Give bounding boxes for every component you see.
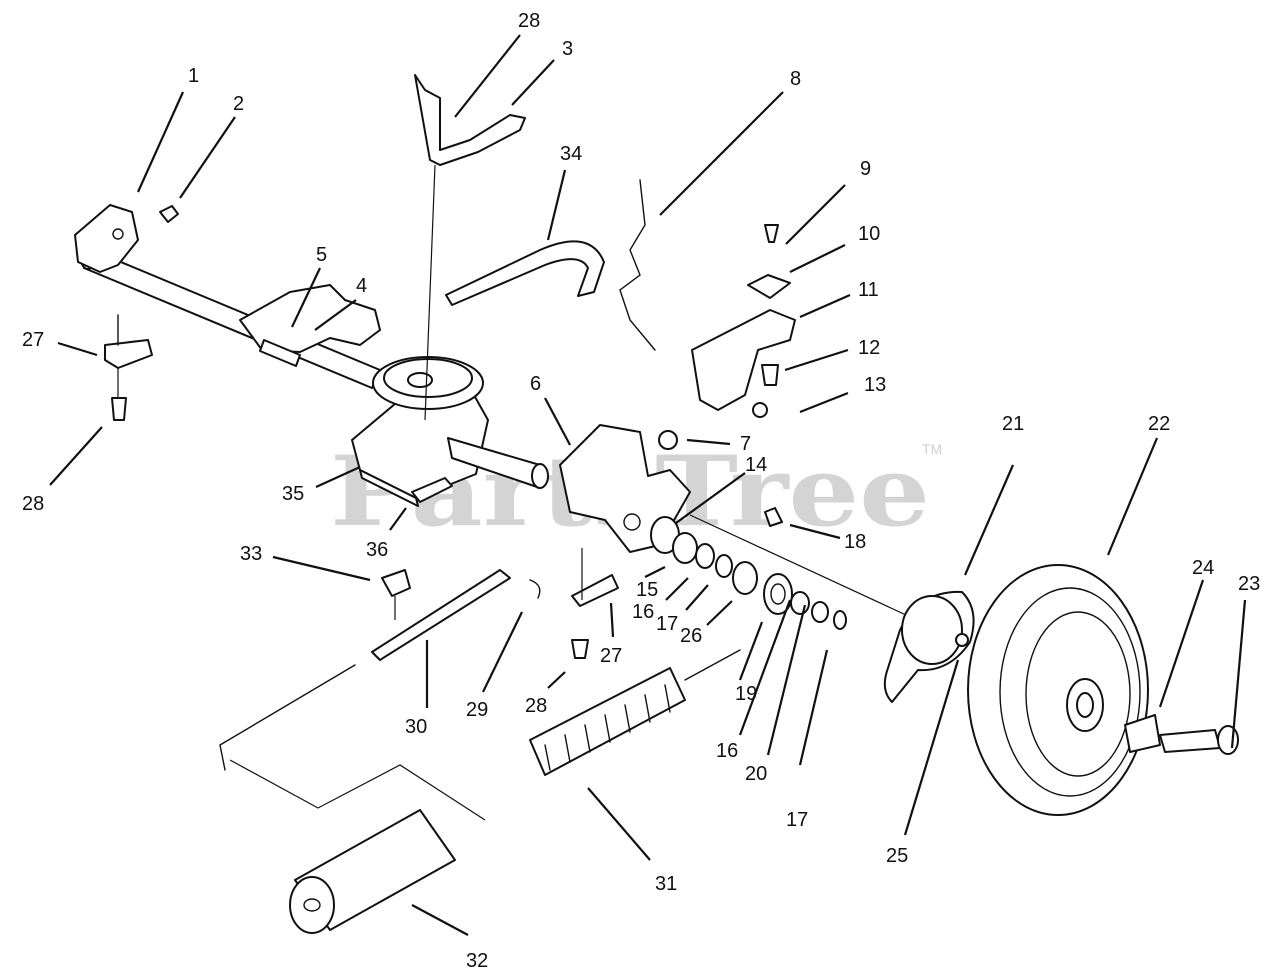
mounting-bracket <box>691 309 796 411</box>
washer-16 <box>695 543 715 569</box>
callout-27: 27 <box>22 329 44 351</box>
callout-14: 14 <box>745 454 767 476</box>
washer-20 <box>790 591 810 615</box>
nut <box>752 402 768 418</box>
bearing-ring <box>259 339 301 367</box>
nut-7 <box>658 430 678 450</box>
watermark-trademark: TM <box>922 441 942 457</box>
callout-27b: 27 <box>600 645 622 667</box>
gearbox-foot <box>411 477 453 503</box>
bolt-side <box>761 364 779 386</box>
leader-lines <box>49 34 1247 936</box>
clip <box>833 610 847 630</box>
callout-10: 10 <box>858 223 880 245</box>
hub-cap-21 <box>883 590 975 703</box>
callout-9: 9 <box>860 158 871 180</box>
parts-artwork <box>74 74 1239 934</box>
callout-25: 25 <box>886 845 908 867</box>
spring-31 <box>529 649 741 776</box>
callout-1: 1 <box>188 65 199 87</box>
callout-3: 3 <box>562 38 573 60</box>
grease-fitting <box>159 205 179 223</box>
ring-17 <box>715 554 733 578</box>
callout-35: 35 <box>282 483 304 505</box>
callout-17b: 17 <box>786 809 808 831</box>
callout-labels: 1 2 28 3 8 34 9 10 11 12 13 5 4 27 28 6 … <box>22 10 1260 972</box>
callout-28b: 28 <box>22 493 44 515</box>
ring-17b <box>811 601 829 623</box>
callout-31: 31 <box>655 873 677 895</box>
callout-7: 7 <box>740 433 751 455</box>
transmission-gearbox <box>351 356 549 507</box>
callout-11: 11 <box>858 279 879 301</box>
handle-grip-32 <box>289 809 456 934</box>
callout-12: 12 <box>858 337 880 359</box>
link-centerline <box>229 759 486 821</box>
axle-bracket <box>74 204 139 273</box>
clip-33 <box>381 569 411 597</box>
callout-33: 33 <box>240 543 262 565</box>
washer-15 <box>672 532 698 564</box>
link-rod <box>219 664 356 771</box>
pinion-gear-19 <box>763 573 793 615</box>
callout-24: 24 <box>1192 557 1214 579</box>
callout-34: 34 <box>560 143 582 165</box>
callout-2: 2 <box>233 93 244 115</box>
callout-21: 21 <box>1002 413 1024 435</box>
callout-19: 19 <box>735 683 757 705</box>
spacer-24 <box>1124 714 1161 753</box>
callout-16: 16 <box>632 601 654 623</box>
callout-16b: 16 <box>716 740 738 762</box>
callout-18: 18 <box>844 531 866 553</box>
retainer-clip <box>104 339 153 369</box>
callout-22: 22 <box>1148 413 1170 435</box>
shoulder-bolt-23 <box>1159 729 1221 753</box>
callout-28c: 28 <box>525 695 547 717</box>
spacer-26 <box>732 561 758 595</box>
callout-13: 13 <box>864 374 886 396</box>
key-18 <box>764 507 783 527</box>
callout-17: 17 <box>656 613 678 635</box>
callout-26: 26 <box>680 625 702 647</box>
callout-30: 30 <box>405 716 427 738</box>
callout-32: 32 <box>466 950 488 972</box>
lower-bolt-28 <box>571 639 589 659</box>
callout-29: 29 <box>466 699 488 721</box>
callout-6: 6 <box>530 373 541 395</box>
callout-23: 23 <box>1238 573 1260 595</box>
washer-plate <box>747 274 791 299</box>
bolt-small <box>764 224 779 243</box>
callout-36: 36 <box>366 539 388 561</box>
shift-lever <box>414 74 526 166</box>
control-cable <box>619 179 656 351</box>
bolt <box>111 397 127 421</box>
drive-belt <box>445 240 605 306</box>
callout-28: 28 <box>518 10 540 32</box>
callout-8: 8 <box>790 68 801 90</box>
callout-5: 5 <box>316 244 327 266</box>
callout-4: 4 <box>356 275 367 297</box>
callout-20: 20 <box>745 763 767 785</box>
wheel-22 <box>967 564 1149 816</box>
lower-bracket-27 <box>571 574 619 607</box>
control-rod-30 <box>371 569 511 661</box>
callout-15: 15 <box>636 579 658 601</box>
hairpin-29 <box>529 579 541 599</box>
